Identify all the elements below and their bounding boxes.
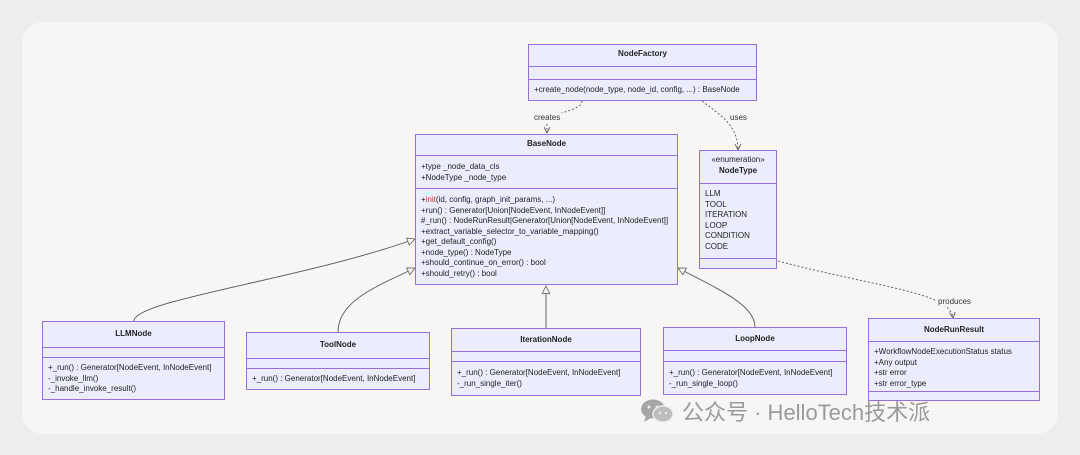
class-name: LoopNode — [735, 334, 775, 343]
attribute: +str error_type — [874, 378, 927, 388]
loopnode-inheritance-line — [678, 267, 756, 328]
method: -_handle_invoke_result() — [48, 384, 137, 393]
node-type-enum[interactable]: «enumeration» NodeType LLM TOOL ITERATIO… — [699, 150, 777, 269]
tool-node-class[interactable]: ToolNode +_run() : Generator[NodeEvent, … — [246, 332, 430, 390]
node-factory-class[interactable]: NodeFactory +create_node(node_type, node… — [528, 44, 757, 101]
attribute: +str error — [874, 368, 907, 377]
method: +_run() : Generator[NodeEvent, InNodeEve… — [48, 363, 212, 372]
method-init: +init(id, config, graph_init_params, ...… — [421, 195, 556, 204]
creates-label: creates — [532, 113, 563, 122]
enum-value: LLM — [705, 189, 721, 198]
uses-label: uses — [728, 113, 749, 122]
produces-relation-line — [777, 260, 953, 318]
class-name: NodeRunResult — [924, 325, 984, 334]
enum-value: CODE — [705, 241, 729, 251]
method: +create_node(node_type, node_id, config,… — [534, 85, 740, 94]
produces-label: produces — [936, 297, 973, 306]
method: -_run_single_loop() — [669, 378, 738, 388]
attribute: +type _node_data_cls — [421, 162, 500, 171]
method: +should_continue_on_error() : bool — [421, 258, 546, 267]
method: +_run() : Generator[NodeEvent, InNodeEve… — [252, 374, 416, 383]
method: -_invoke_llm() — [48, 373, 99, 383]
wechat-icon — [641, 399, 674, 423]
method: +_run() : Generator[NodeEvent, InNodeEve… — [669, 368, 833, 377]
method: +should_retry() : bool — [421, 268, 497, 278]
base-node-class[interactable]: BaseNode +type _node_data_cls +NodeType … — [415, 134, 678, 285]
method: +run() : Generator[Union[NodeEvent, InNo… — [421, 205, 606, 215]
loop-node-class[interactable]: LoopNode +_run() : Generator[NodeEvent, … — [663, 327, 847, 395]
class-name: NodeType — [718, 165, 758, 175]
llm-node-class[interactable]: LLMNode +_run() : Generator[NodeEvent, I… — [42, 321, 225, 400]
attribute: +WorkflowNodeExecutionStatus status — [874, 347, 1012, 356]
llmnode-inheritance-line — [133, 239, 415, 322]
method: +get_default_config() — [421, 237, 497, 246]
attribute: +NodeType _node_type — [421, 172, 507, 182]
uses-relation-line — [701, 100, 738, 150]
watermark-text: 公众号 · HelloTech技术派 — [682, 400, 931, 425]
method: +node_type() : NodeType — [421, 247, 512, 257]
class-name: IterationNode — [520, 335, 572, 344]
method: +extract_variable_selector_to_variable_m… — [421, 226, 599, 236]
stereotype: «enumeration» — [711, 155, 765, 164]
enum-value: LOOP — [705, 220, 728, 230]
toolnode-inheritance-line — [337, 268, 415, 333]
enum-value: TOOL — [705, 199, 727, 209]
enum-value: CONDITION — [705, 231, 750, 240]
class-name: ToolNode — [319, 340, 357, 349]
method: -_run_single_iter() — [457, 378, 522, 388]
node-run-result-class[interactable]: NodeRunResult +WorkflowNodeExecutionStat… — [868, 318, 1040, 401]
class-name: LLMNode — [115, 329, 152, 338]
method: #_run() : NodeRunResult|Generator[Union[… — [421, 216, 669, 225]
class-name: BaseNode — [526, 139, 567, 148]
watermark: 公众号 · HelloTech技术派 — [640, 398, 931, 425]
enum-value: ITERATION — [705, 210, 748, 219]
attribute: +Any output — [874, 357, 917, 367]
iteration-node-class[interactable]: IterationNode +_run() : Generator[NodeEv… — [451, 328, 641, 396]
method: +_run() : Generator[NodeEvent, InNodeEve… — [457, 368, 621, 377]
class-name: NodeFactory — [618, 49, 667, 58]
